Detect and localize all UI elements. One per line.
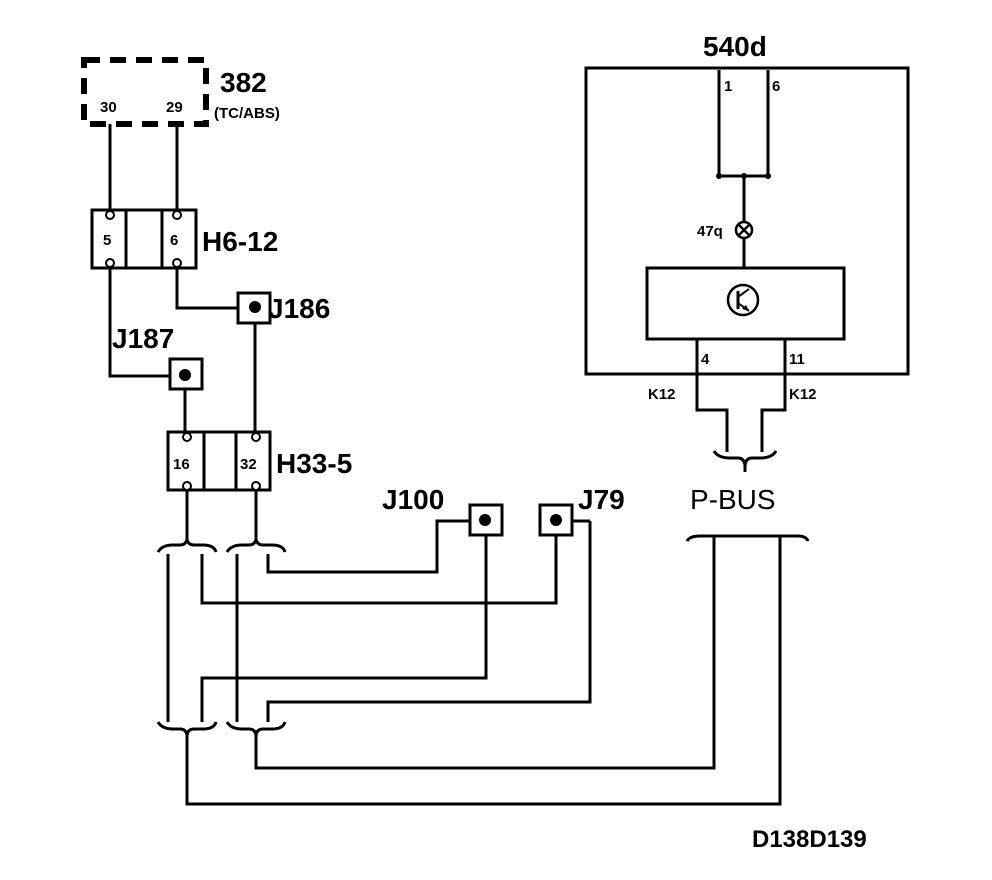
splice-j79-label: J79 (578, 484, 625, 515)
wire-540d-11-to-pbus (760, 376, 787, 452)
wire-to-j100-splice (266, 519, 470, 574)
connector-h33-5-pin-16: 16 (173, 456, 190, 473)
splice-j79: J79 (538, 484, 625, 537)
splice-j100: J100 (382, 484, 504, 537)
transistor-icon (726, 283, 760, 317)
ecu-382-pin-29: 29 (166, 99, 183, 116)
splice-j100-label: J100 (382, 484, 444, 515)
wire-from-j79-down (266, 521, 592, 722)
k12-right-label: K12 (789, 386, 817, 403)
connector-h33-5-pin-32: 32 (240, 456, 257, 473)
pbus-label: P-BUS (690, 484, 776, 515)
twisted-pair-brace-pbus-top (712, 450, 778, 466)
twisted-pair-brace-left-top (156, 538, 218, 553)
connector-h6-12: 5 6 H6-12 (90, 208, 278, 270)
splice-j187: J187 (112, 323, 204, 391)
wire-to-j79-splice (200, 535, 558, 605)
wire-from-j100-down (200, 535, 488, 722)
wire-h6-6-to-j186 (175, 268, 238, 310)
splice-j187-label: J187 (112, 323, 174, 354)
module-540d-label: 540d (703, 31, 767, 62)
ecu-382-dashed-box (81, 57, 209, 127)
ecu-382: 30 29 382 (TC/ABS) (81, 57, 280, 127)
wire-pbus-return-outer (185, 536, 782, 806)
ecu-382-pin-30: 30 (100, 99, 117, 116)
connector-h33-5: 16 32 H33-5 (166, 430, 352, 492)
module-540d-pin-1: 1 (724, 78, 732, 95)
twisted-pair-brace-left-bottom (156, 721, 218, 736)
connector-h33-5-label: H33-5 (276, 448, 352, 479)
splice-j186: J186 (236, 291, 330, 325)
connector-h6-12-pin-6: 6 (170, 232, 178, 249)
connector-h6-12-pin-5: 5 (103, 232, 111, 249)
diagram-reference: D138D139 (752, 826, 867, 853)
twisted-pair-brace-pbus-bottom (685, 534, 810, 542)
splice-j100-box (468, 503, 504, 537)
module-540d-pin-11: 11 (789, 351, 805, 368)
warning-lamp-icon (734, 220, 754, 240)
wire-pbus-return-inner (254, 536, 716, 770)
module-540d-pin-6: 6 (772, 78, 780, 95)
module-540d-lamp-label: 47q (697, 223, 723, 240)
ecu-382-desc: (TC/ABS) (214, 105, 280, 122)
twisted-pair-brace-right-bottom (225, 721, 287, 736)
ecu-382-id: 382 (220, 67, 267, 98)
k12-left-label: K12 (648, 386, 676, 403)
connector-h6-12-label: H6-12 (202, 226, 278, 257)
wire-h6-5-to-j187 (108, 268, 170, 378)
connector-h33-5-body (166, 430, 272, 492)
twisted-pair-brace-right-top (225, 538, 287, 553)
module-540d-pin-4: 4 (701, 351, 710, 368)
wire-540d-4-to-pbus (695, 376, 729, 452)
module-540d: 540d 1 6 47q 4 11 (584, 31, 910, 376)
splice-j186-label: J186 (268, 293, 330, 324)
